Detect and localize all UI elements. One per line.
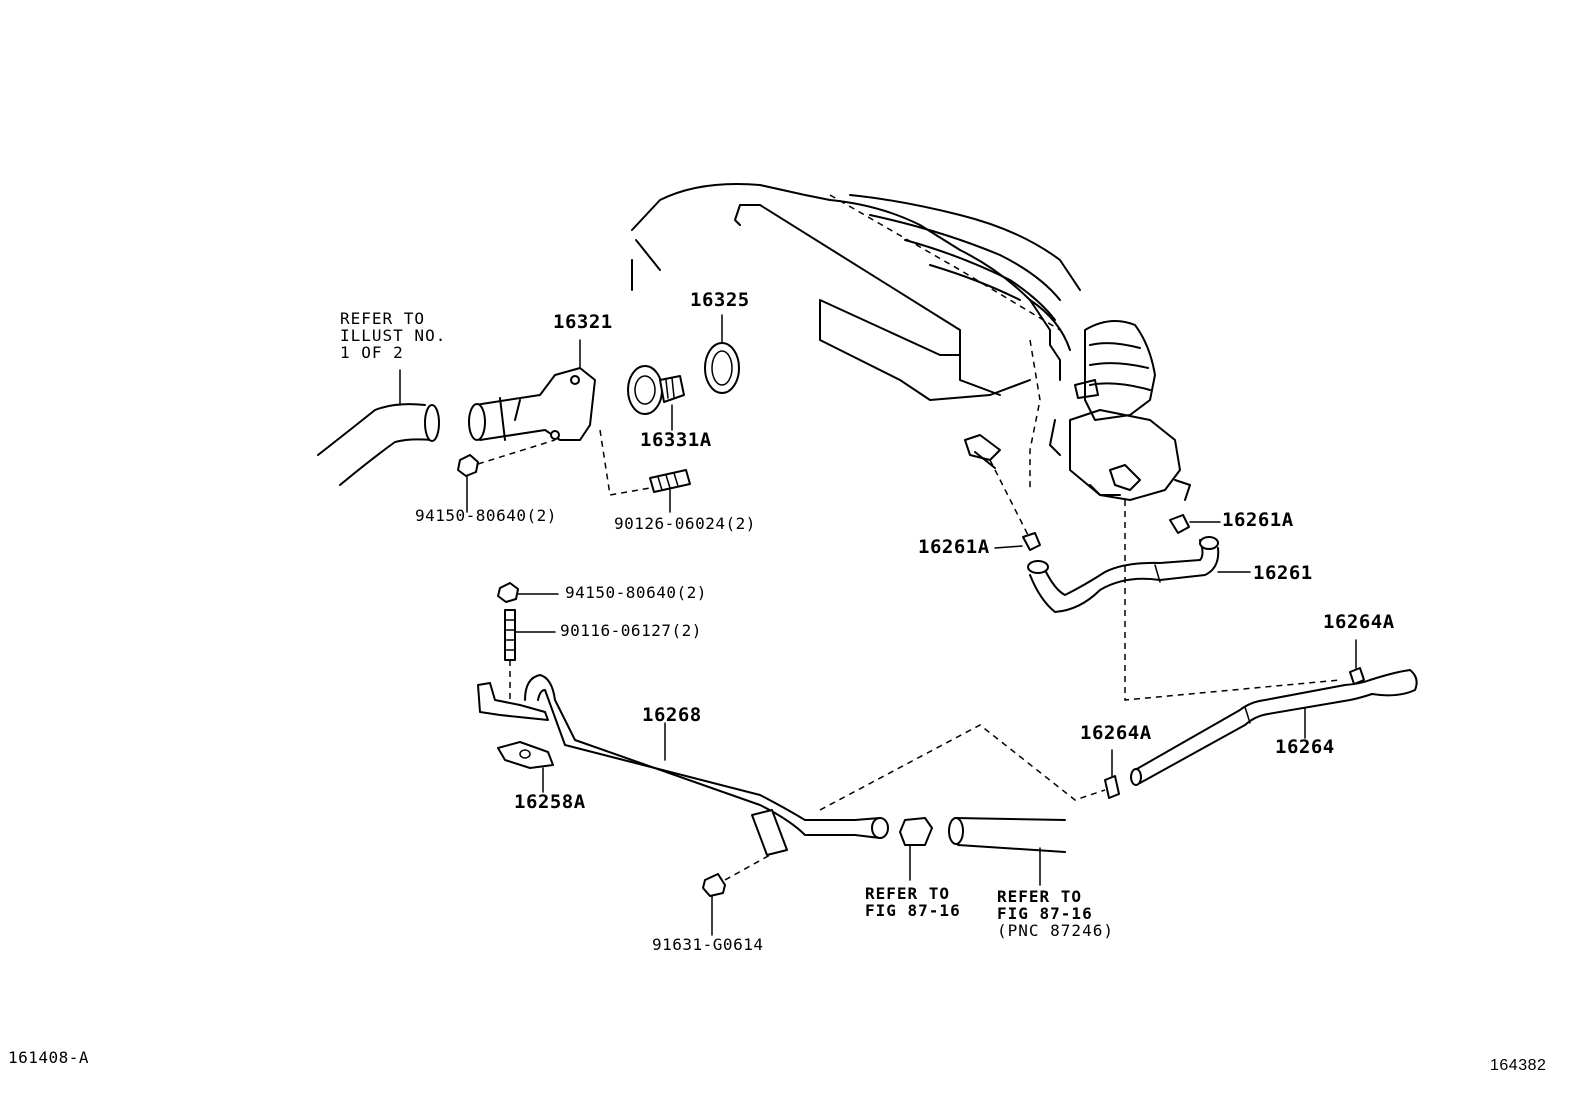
label-16325[interactable]: 16325 bbox=[690, 289, 750, 311]
note-refer-illust-line1: REFER TO bbox=[340, 309, 426, 328]
water-pipe-16268 bbox=[477, 674, 889, 856]
clamp-16264a-mid bbox=[819, 724, 1120, 811]
label-90116[interactable]: 90116-06127(2) bbox=[560, 621, 702, 640]
figure-code: 164382 bbox=[1490, 1057, 1547, 1074]
label-16258a[interactable]: 16258A bbox=[514, 791, 586, 813]
note-refer-fig-a-line1: REFER TO bbox=[865, 884, 951, 903]
note-refer-fig-b: REFER TO FIG 87-16 (PNC 87246) bbox=[997, 887, 1114, 940]
clamp-16264a-top bbox=[1349, 639, 1365, 685]
label-16261[interactable]: 16261 bbox=[1253, 562, 1313, 584]
hose-16264 bbox=[1130, 669, 1418, 786]
upper-radiator-hose bbox=[317, 369, 440, 486]
note-refer-illust: REFER TO ILLUST NO. 1 OF 2 bbox=[340, 309, 447, 362]
engine-block-outline bbox=[631, 183, 1191, 501]
label-16261a-right[interactable]: 16261A bbox=[1222, 509, 1294, 531]
gasket-16258a bbox=[497, 741, 554, 793]
bolt-91631 bbox=[702, 854, 771, 936]
assembly-guide-line bbox=[1124, 500, 1341, 701]
note-refer-illust-line3: 1 OF 2 bbox=[340, 342, 404, 362]
label-94150-lower[interactable]: 94150-80640(2) bbox=[565, 583, 707, 602]
bypass-hose-16261 bbox=[1027, 536, 1251, 613]
note-refer-fig-a: REFER TO FIG 87-16 bbox=[865, 884, 961, 920]
gasket-16325 bbox=[704, 314, 740, 394]
illustration-code: 161408-A bbox=[8, 1048, 90, 1067]
label-16264[interactable]: 16264 bbox=[1275, 736, 1335, 758]
stud-90126 bbox=[599, 429, 691, 513]
label-16261a-left[interactable]: 16261A bbox=[918, 536, 990, 558]
note-refer-fig-b-line1: REFER TO bbox=[997, 887, 1083, 906]
note-refer-fig-b-line2: FIG 87-16 bbox=[997, 903, 1093, 923]
nut-94150-lower bbox=[497, 582, 559, 603]
note-refer-illust-line2: ILLUST NO. bbox=[340, 325, 447, 345]
label-16331a[interactable]: 16331A bbox=[640, 429, 712, 451]
label-91631[interactable]: 91631-G0614 bbox=[652, 935, 764, 954]
label-16264a-mid[interactable]: 16264A bbox=[1080, 722, 1152, 744]
clamp-16261a-left bbox=[989, 459, 1041, 551]
nut-94150-upper bbox=[457, 439, 556, 513]
label-90126[interactable]: 90126-06024(2) bbox=[614, 514, 756, 533]
note-refer-fig-a-line2: FIG 87-16 bbox=[865, 900, 961, 920]
heater-hose bbox=[948, 817, 1066, 886]
stud-90116 bbox=[504, 609, 556, 700]
label-16321[interactable]: 16321 bbox=[553, 311, 613, 333]
label-16268[interactable]: 16268 bbox=[642, 704, 702, 726]
clamp-16261a-right bbox=[1169, 514, 1221, 534]
note-refer-fig-b-line3: (PNC 87246) bbox=[997, 920, 1114, 940]
thermostat-16331a bbox=[627, 365, 685, 431]
water-inlet-16321 bbox=[468, 339, 596, 441]
heater-hose-clamp bbox=[899, 817, 933, 881]
label-94150-upper[interactable]: 94150-80640(2) bbox=[415, 506, 557, 525]
label-16264a-top[interactable]: 16264A bbox=[1323, 611, 1395, 633]
